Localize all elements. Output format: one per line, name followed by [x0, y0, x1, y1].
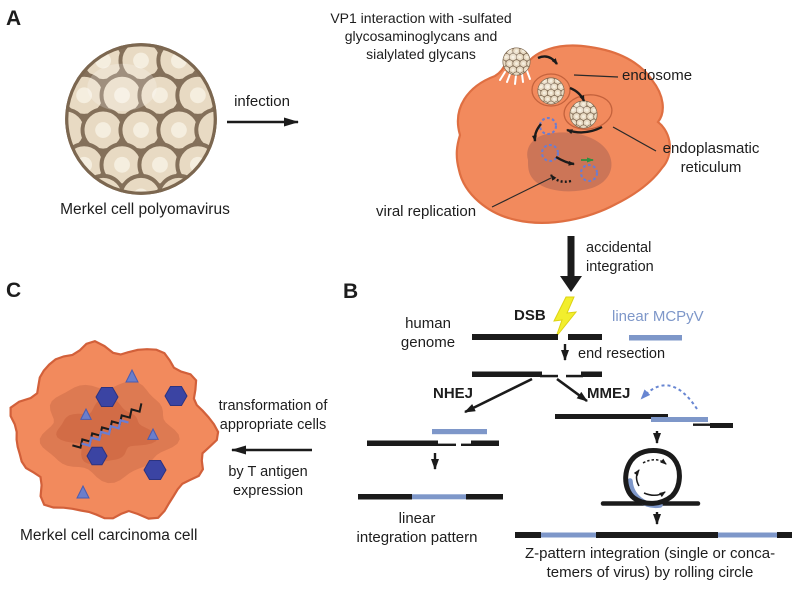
carcinoma-cell-illustration: [9, 340, 220, 520]
carcinoma-nucleus-patch: [56, 396, 158, 465]
endosome-label: endosome: [622, 67, 693, 84]
linear-mcpyv-label: linear MCPyV: [612, 308, 704, 325]
rolling-circle-illustration: [600, 448, 701, 509]
vp1-interaction-label: VP1 interaction with -sulfated glycosami…: [330, 10, 512, 62]
viral-episome: [579, 163, 599, 183]
viral-replication-label: viral replication: [376, 203, 477, 220]
er-pointer-line: [612, 126, 657, 152]
panel-a-label: A: [6, 7, 22, 30]
mmej-branch-arrow: [556, 377, 588, 403]
carcinoma-caption: Merkel cell carcinoma cell: [20, 527, 198, 544]
transformation-label: transformation of appropriate cells: [218, 398, 328, 433]
dsb-lightning-icon: [553, 296, 578, 338]
dsb-label: DSB: [514, 307, 546, 324]
t-antigen-hexagons: [86, 386, 188, 480]
panel-b-label: B: [343, 280, 359, 303]
accidental-integration-arrow: [560, 236, 582, 292]
t-antigen-label: by T antigen expression: [228, 464, 308, 499]
attached-virion: [499, 47, 531, 85]
human-genome-label: human genome: [400, 315, 456, 352]
polyomavirus-caption: Merkel cell polyomavirus: [60, 201, 230, 218]
nhej-branch-arrow: [464, 377, 533, 414]
endosome-vesicle-1: [531, 73, 571, 107]
mmej-annealed-bars: [555, 414, 733, 428]
merkel-polyomavirus-illustration: [45, 40, 238, 217]
nhej-label: NHEJ: [433, 385, 474, 402]
infection-label: infection: [234, 93, 290, 110]
mmej-label: MMEJ: [587, 385, 631, 402]
linear-integration-bar: [358, 494, 503, 500]
resected-dna-bars: [472, 371, 602, 378]
accidental-integration-label: accidental integration: [586, 240, 654, 275]
viral-replication-pointer-line: [491, 177, 552, 208]
z-pattern-integration-label: Z-pattern integration (single or conca- …: [524, 545, 776, 582]
end-resection-label: end resection: [578, 346, 666, 362]
z-pattern-bar: [515, 532, 792, 538]
viral-episome: [540, 143, 560, 163]
host-cell-illustration: [455, 44, 671, 224]
panel-c-label: C: [6, 279, 22, 302]
human-genome-dsb-bars: [472, 334, 682, 341]
er-label: endoplasmatic reticulum: [662, 140, 760, 177]
er-vesicle-2: [563, 94, 613, 130]
integrated-viral-dna-zigzag: [81, 418, 129, 448]
trafficking-arrows: [531, 55, 603, 183]
nhej-joining-bars: [367, 429, 499, 446]
linear-integration-pattern-label: linear integration pattern: [356, 510, 478, 547]
small-antigen-triangles: [76, 368, 160, 499]
microhomology-annealing-arc: [640, 384, 698, 410]
viral-episome: [538, 116, 558, 136]
linear-mcpyv-bar: [629, 335, 682, 341]
endosome-pointer-line: [573, 74, 619, 78]
